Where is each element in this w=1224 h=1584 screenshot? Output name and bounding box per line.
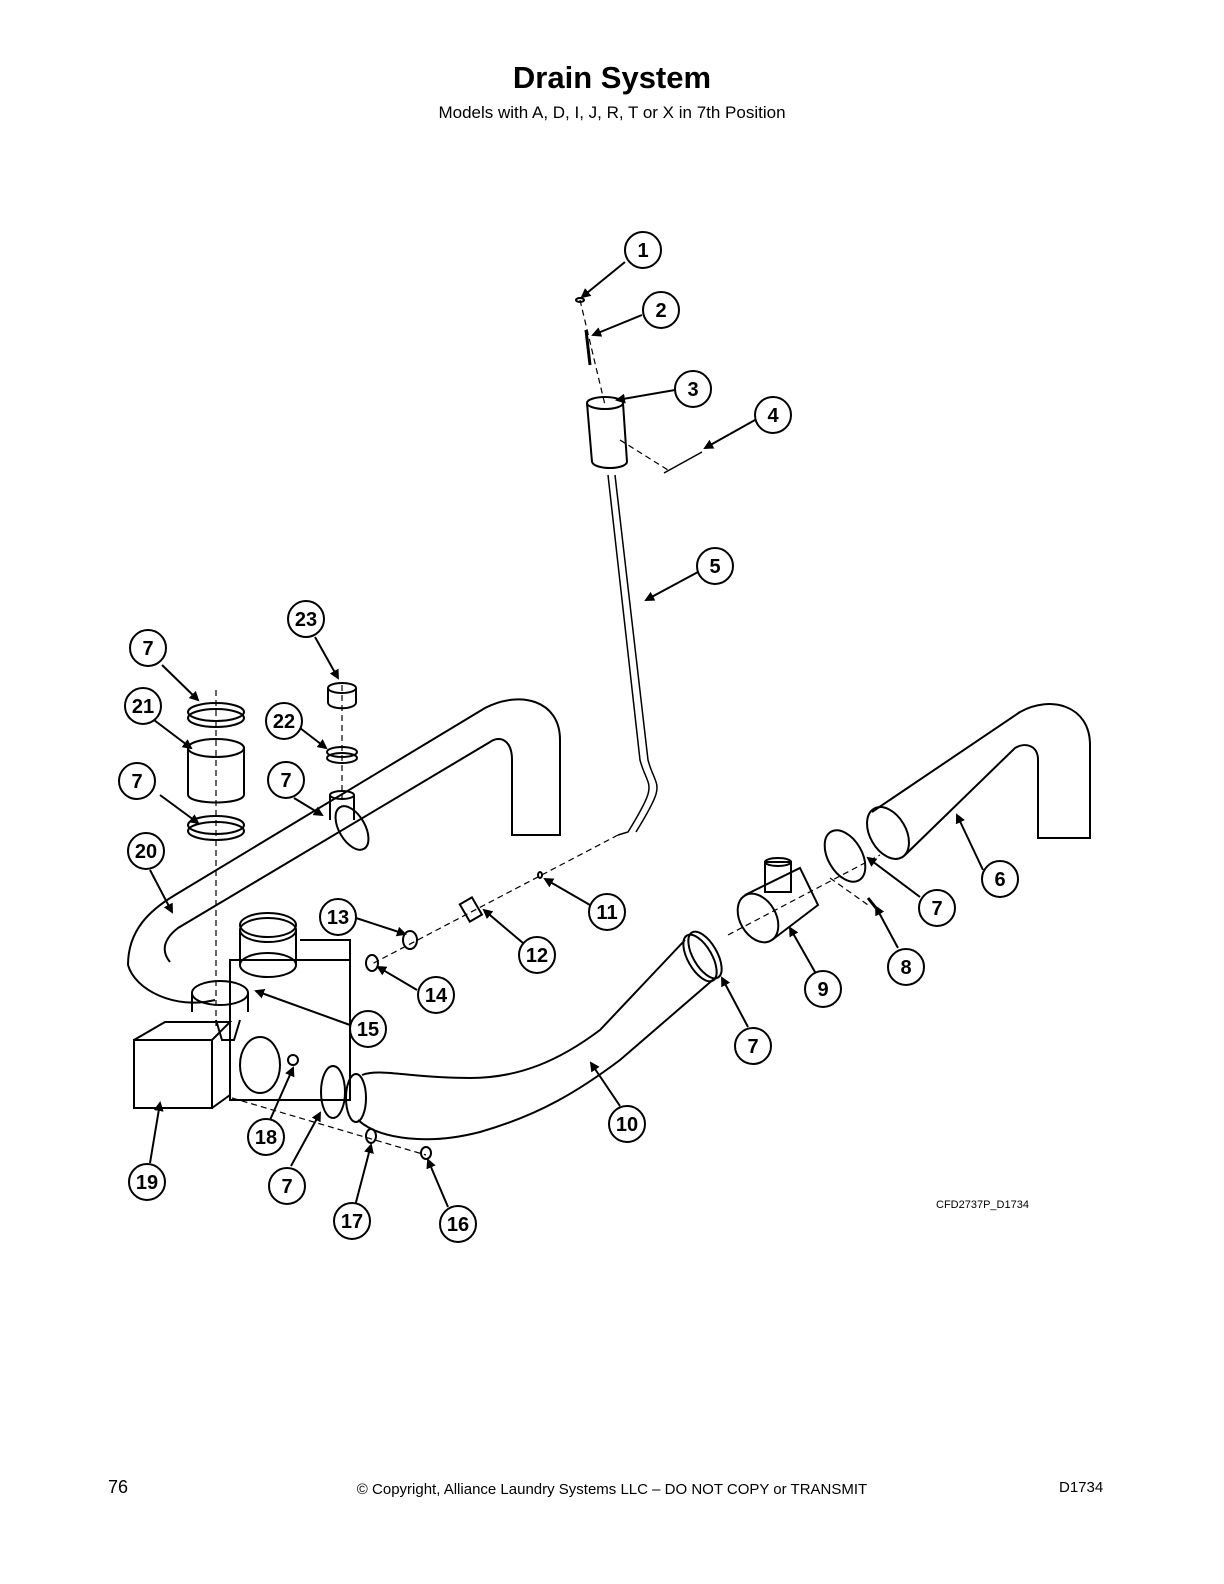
leader-5 — [644, 571, 699, 601]
page-title: Drain System — [512, 60, 712, 95]
callout-1 — [624, 231, 662, 269]
hose-clamps — [320, 805, 867, 1119]
leader-11 — [543, 877, 591, 906]
diagram-code: CFD2737P_D1734 — [936, 1199, 1029, 1211]
small-fittings — [365, 871, 878, 1160]
leader-3 — [615, 389, 676, 404]
callout-7f-label: 7 — [281, 1176, 292, 1198]
leader-1 — [580, 261, 626, 299]
callout-17-label: 17 — [341, 1211, 363, 1233]
lower-long-pipe — [345, 933, 718, 1141]
callout-14-label: 14 — [425, 985, 448, 1007]
upper-u-pipe — [127, 698, 561, 1004]
callout-23-label: 23 — [295, 609, 317, 631]
callout-16-label: 16 — [447, 1214, 469, 1236]
leader-7a — [161, 664, 200, 702]
leader-22 — [299, 727, 328, 750]
leader-10 — [589, 1061, 621, 1107]
callout-7a-label: 7 — [142, 638, 153, 660]
callout-7c-label: 7 — [280, 770, 291, 792]
callout-22-label: 22 — [273, 711, 295, 733]
callout-20-label: 20 — [135, 841, 157, 863]
callout-11-label: 11 — [596, 902, 617, 924]
leader-2 — [591, 314, 643, 337]
leader-14 — [376, 965, 418, 991]
right-u-pipe — [866, 703, 1091, 860]
callout-2-label: 2 — [655, 300, 666, 322]
tee-fitting — [736, 857, 820, 944]
leader-7e — [721, 976, 749, 1028]
callout-5-label: 5 — [709, 556, 720, 578]
callout-6-label: 6 — [994, 869, 1005, 891]
callout-7e-label: 7 — [747, 1036, 758, 1058]
page-number: 76 — [108, 1477, 129, 1497]
leader-17 — [354, 1143, 374, 1207]
leader-21 — [153, 719, 193, 750]
leader-20 — [149, 869, 173, 914]
leader-15 — [254, 989, 351, 1026]
leader-13 — [355, 917, 407, 937]
copyright-notice: © Copyright, Alliance Laundry Systems LL… — [356, 1481, 868, 1498]
callout-12-label: 12 — [526, 945, 548, 967]
leader-19 — [149, 1101, 164, 1164]
callout-7d-label: 7 — [931, 898, 942, 920]
overflow-rod-assembly — [575, 297, 703, 836]
leader-16 — [426, 1158, 449, 1208]
callout-13-label: 13 — [327, 907, 349, 929]
leader-7c — [293, 797, 324, 817]
leader-8 — [875, 905, 899, 949]
center-lines — [215, 299, 881, 1156]
callout-1-label: 1 — [637, 240, 648, 262]
callout-7b-label: 7 — [131, 771, 142, 793]
callout-8-label: 8 — [900, 957, 911, 979]
callout-18-label: 18 — [255, 1127, 277, 1149]
leader-6 — [955, 813, 984, 871]
callout-21-label: 21 — [132, 696, 154, 718]
callout-9-label: 9 — [817, 979, 828, 1001]
leader-7b — [159, 794, 200, 825]
page-subtitle: Models with A, D, I, J, R, T or X in 7th… — [438, 103, 786, 122]
leader-12 — [482, 908, 524, 944]
leader-9 — [789, 926, 816, 973]
callout-3-label: 3 — [687, 379, 698, 401]
leader-lines — [149, 261, 984, 1208]
leader-18 — [269, 1066, 295, 1121]
callout-4-label: 4 — [767, 405, 779, 427]
callout-10-label: 10 — [616, 1114, 638, 1136]
leader-4 — [703, 419, 756, 449]
callout-19-label: 19 — [136, 1172, 158, 1194]
document-id: D1734 — [1059, 1479, 1104, 1496]
leader-23 — [314, 636, 339, 680]
callout-15-label: 15 — [357, 1019, 379, 1041]
leader-7f — [290, 1111, 321, 1167]
callouts: 1 2 3 4 5 6 7 21 7 20 23 22 7 7 8 9 7 — [118, 231, 1019, 1243]
leader-7d — [866, 856, 921, 898]
